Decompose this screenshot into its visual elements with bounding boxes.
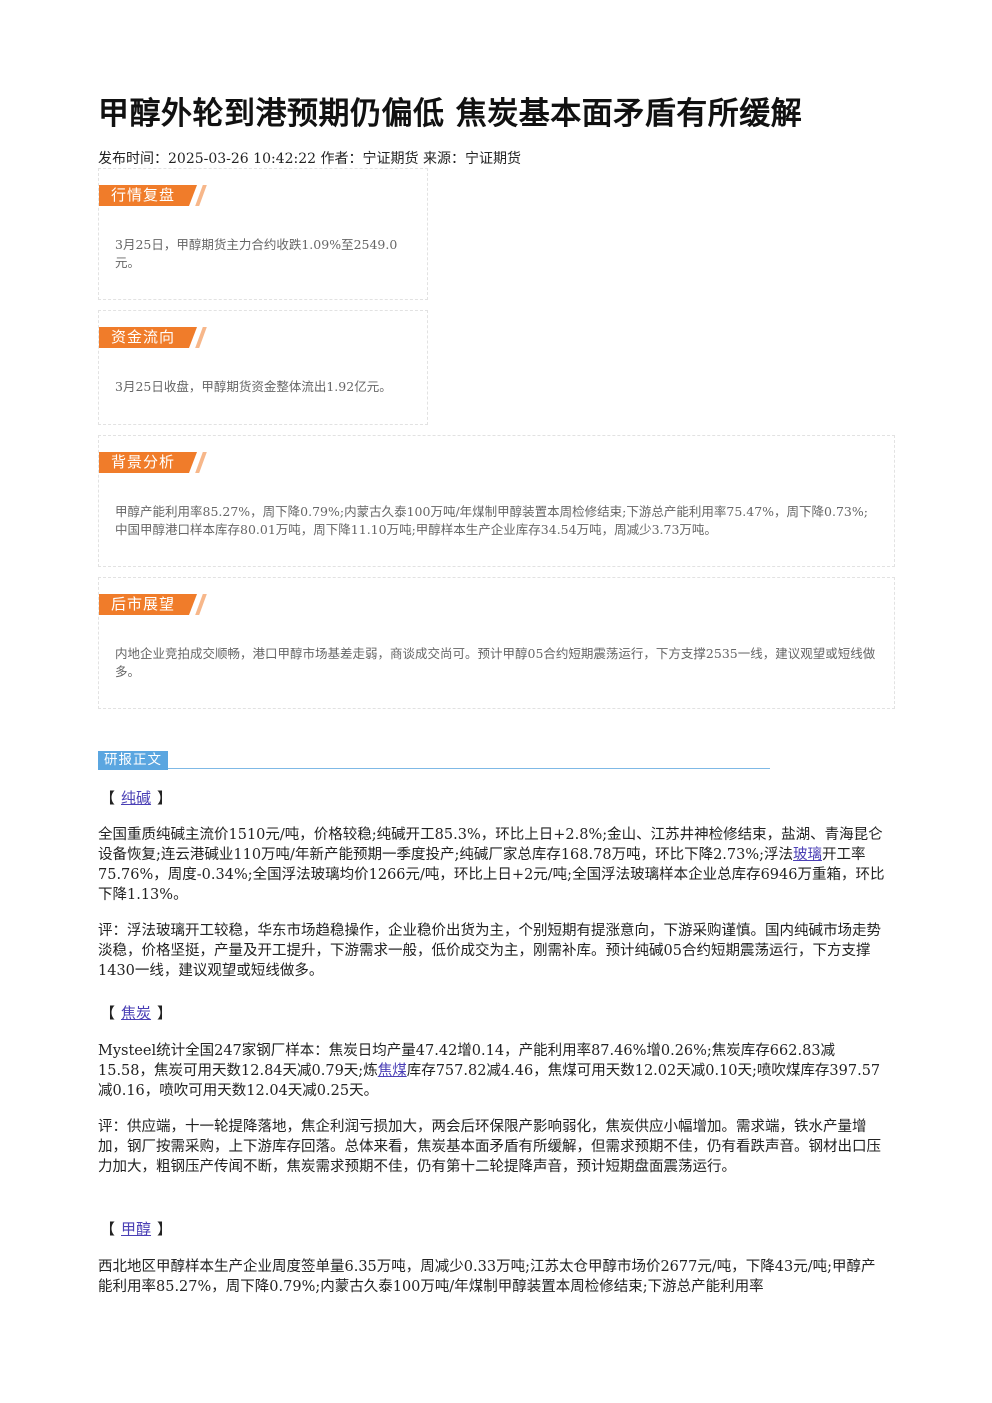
tag-stripe-decoration [195, 327, 207, 348]
soda-ash-p1-text-b: 开工率75.76%，周度-0.34%;全国浮法玻璃均价1266元/吨，环比上日+… [98, 847, 885, 903]
publish-time: 2025-03-26 10:42:22 [168, 151, 317, 167]
bracket-left: 【 [100, 1220, 116, 1238]
coke-paragraph-1: Mysteel统计全国247家钢厂样本：焦炭日均产量47.42增0.14，产能利… [98, 1041, 888, 1101]
fund-flow-tag-label: 资金流向 [111, 328, 176, 346]
section-divider [98, 768, 770, 769]
section-heading-coke: 【焦炭】 [100, 1002, 172, 1023]
background-analysis-tag: 背景分析 [99, 452, 207, 473]
outlook-tag: 后市展望 [99, 594, 207, 615]
bracket-right: 】 [157, 1004, 173, 1022]
fund-flow-box: 资金流向 3月25日收盘，甲醇期货资金整体流出1.92亿元。 [98, 310, 428, 425]
bracket-left: 【 [100, 789, 116, 807]
soda-ash-link[interactable]: 纯碱 [121, 789, 152, 807]
fund-flow-text: 3月25日收盘，甲醇期货资金整体流出1.92亿元。 [115, 379, 392, 394]
outlook-tag-label: 后市展望 [111, 595, 176, 613]
article-title: 甲醇外轮到港预期仍偏低 焦炭基本面矛盾有所缓解 [98, 96, 803, 132]
methanol-link[interactable]: 甲醇 [121, 1220, 152, 1238]
tag-stripe-decoration [195, 452, 207, 473]
author-label: 作者： [316, 151, 363, 167]
outlook-text: 内地企业竞拍成交顺畅，港口甲醇市场基差走弱，商谈成交尚可。预计甲醇05合约短期震… [115, 646, 876, 679]
report-body-bar: 研报正文 [98, 751, 770, 771]
coke-p1-text-b: 库存757.82减4.46，焦煤可用天数12.02天减0.10天;喷吹煤库存39… [98, 1063, 881, 1099]
soda-ash-paragraph-1: 全国重质纯碱主流价1510元/吨，价格较稳;纯碱开工85.3%，环比上日+2.8… [98, 825, 888, 905]
fund-flow-tag: 资金流向 [99, 327, 207, 348]
coke-p1-text-a: Mysteel统计全国247家钢厂样本：焦炭日均产量47.42增0.14，产能利… [98, 1043, 836, 1079]
bracket-right: 】 [157, 789, 173, 807]
tag-stripe-decoration [195, 594, 207, 615]
coke-paragraph-2: 评：供应端，十一轮提降落地，焦企利润亏损加大，两会后环保限产影响弱化，焦炭供应小… [98, 1119, 881, 1175]
coke-link[interactable]: 焦炭 [121, 1004, 152, 1022]
source: 宁证期货 [464, 151, 521, 167]
glass-link[interactable]: 玻璃 [793, 847, 823, 863]
background-analysis-box: 背景分析 甲醇产能利用率85.27%，周下降0.79%;内蒙古久泰100万吨/年… [98, 435, 895, 567]
source-label: 来源： [418, 151, 465, 167]
market-review-box: 行情复盘 3月25日，甲醇期货主力合约收跌1.09%至2549.0元。 [98, 168, 428, 300]
bracket-right: 】 [157, 1220, 173, 1238]
publish-label: 发布时间： [98, 151, 168, 167]
report-body-label: 研报正文 [98, 751, 168, 770]
market-review-tag-label: 行情复盘 [111, 186, 176, 204]
background-analysis-tag-label: 背景分析 [111, 453, 176, 471]
section-heading-soda-ash: 【纯碱】 [100, 787, 172, 808]
market-review-tag: 行情复盘 [99, 185, 207, 206]
section-heading-methanol: 【甲醇】 [100, 1218, 172, 1239]
methanol-paragraph-1: 西北地区甲醇样本生产企业周度签单量6.35万吨，周减少0.33万吨;江苏太仓甲醇… [98, 1259, 876, 1295]
soda-ash-p1-text-a: 全国重质纯碱主流价1510元/吨，价格较稳;纯碱开工85.3%，环比上日+2.8… [98, 827, 883, 863]
soda-ash-paragraph-2: 评：浮法玻璃开工较稳，华东市场趋稳操作，企业稳价出货为主，个别短期有提涨意向，下… [98, 923, 881, 979]
bracket-left: 【 [100, 1004, 116, 1022]
author: 宁证期货 [362, 151, 419, 167]
coking-coal-link[interactable]: 焦煤 [377, 1063, 407, 1079]
background-analysis-text: 甲醇产能利用率85.27%，周下降0.79%;内蒙古久泰100万吨/年煤制甲醇装… [115, 504, 868, 537]
tag-stripe-decoration [195, 185, 207, 206]
outlook-box: 后市展望 内地企业竞拍成交顺畅，港口甲醇市场基差走弱，商谈成交尚可。预计甲醇05… [98, 577, 895, 709]
article-meta: 发布时间：2025-03-26 10:42:22 作者：宁证期货 来源：宁证期货 [98, 148, 521, 168]
market-review-text: 3月25日，甲醇期货主力合约收跌1.09%至2549.0元。 [115, 237, 398, 270]
